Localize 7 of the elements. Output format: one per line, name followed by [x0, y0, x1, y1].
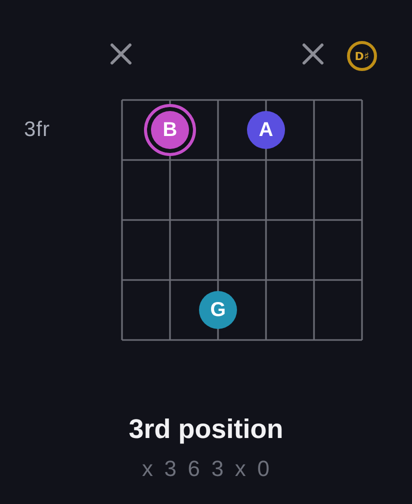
root-note-dot: B [144, 104, 196, 156]
note-dot: G [199, 291, 237, 329]
open-string-ring: D♯ [347, 41, 377, 71]
fret-number-label: 3fr [24, 117, 50, 143]
fingering-label: x 3 6 3 x 0 [140, 455, 274, 483]
note-dot: A [247, 111, 285, 149]
chord-title: 3rd position [128, 413, 284, 445]
